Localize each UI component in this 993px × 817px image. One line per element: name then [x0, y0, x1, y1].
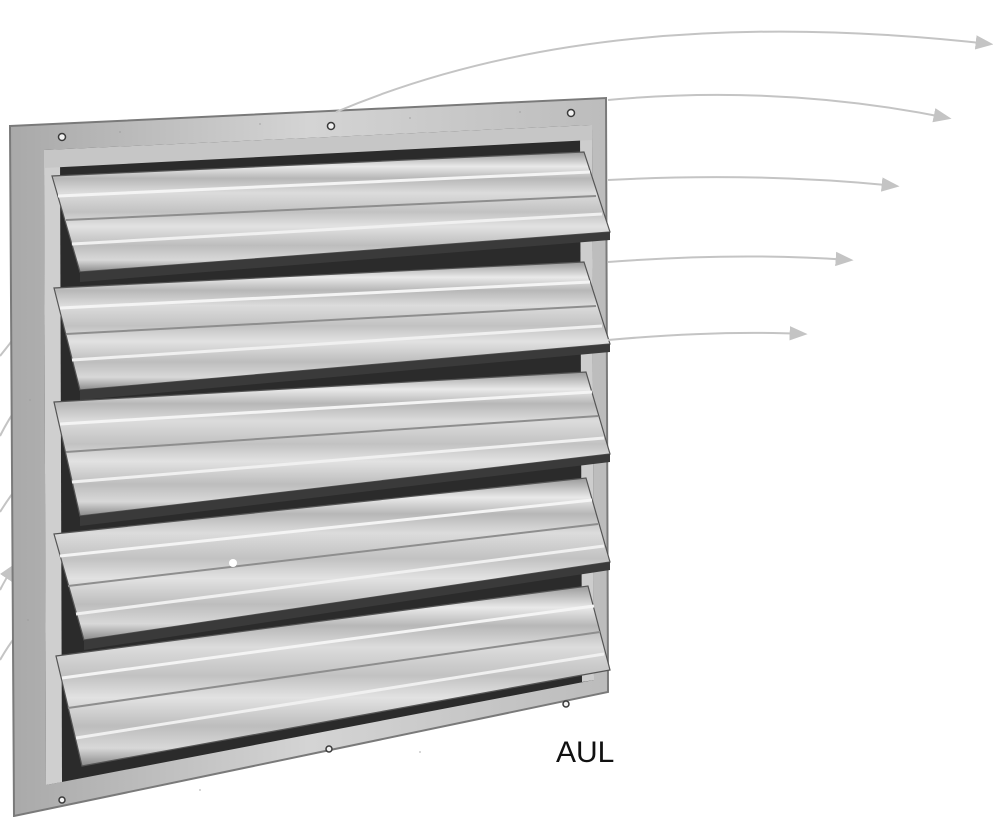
airflow-arrow-5: [607, 326, 808, 341]
frame-screw-holes: [57, 108, 576, 804]
louver-blade-4: [53, 477, 611, 650]
louver-blade-5: [55, 585, 611, 767]
airflow-arrow-2: [607, 93, 952, 123]
louver-blade-2: [53, 261, 611, 400]
airflow-arrows-right: [335, 30, 993, 341]
louver-blades: [51, 151, 611, 767]
airflow-arrow-1: [335, 30, 993, 113]
airflow-arrow-3: [607, 176, 900, 192]
louver-blade-3: [53, 371, 611, 526]
airflow-arrow-4: [607, 251, 854, 267]
louver-blade-1: [51, 151, 611, 282]
product-caption: AUL: [556, 736, 615, 769]
